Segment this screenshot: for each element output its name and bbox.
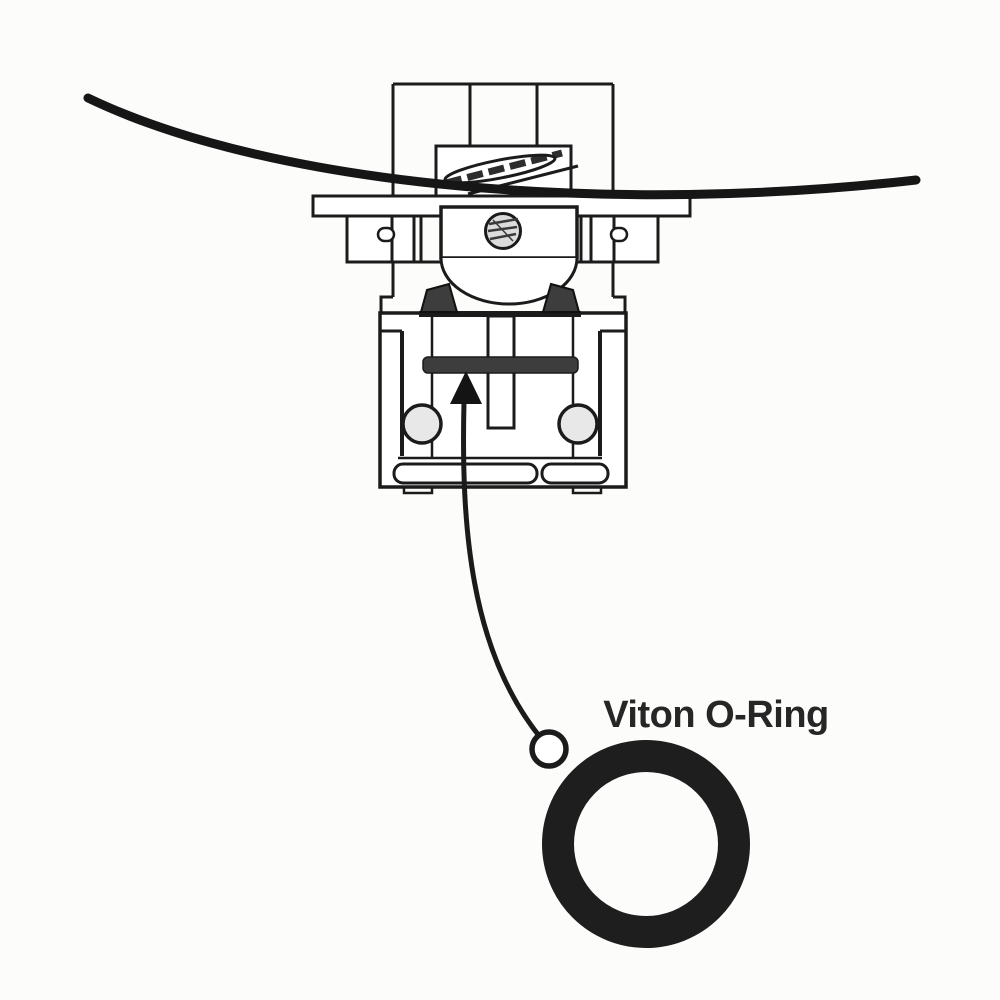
- side-bracket-right: [589, 214, 660, 264]
- centre-body: [439, 205, 579, 306]
- dome-seat: [439, 257, 579, 306]
- step-profile-left: [379, 295, 393, 313]
- hatch-streak-1: [445, 149, 563, 187]
- bottom-steps: [402, 487, 603, 495]
- valve-assembly: [311, 82, 692, 495]
- screw-head: [484, 212, 522, 250]
- leader-arrow-shaft: [461, 401, 542, 739]
- screw-hatch-1: [488, 217, 519, 226]
- bracket-right-notch: [609, 226, 629, 243]
- tank-bottom-curve: [83, 93, 921, 200]
- lower-housing: [378, 311, 628, 495]
- seal-wedge-right: [541, 282, 581, 313]
- step-profile-right: [613, 295, 627, 313]
- ball-left: [401, 403, 443, 445]
- side-bracket-left: [345, 214, 416, 264]
- ball-right: [557, 403, 599, 445]
- bracket-left-notch: [376, 226, 396, 243]
- foot-right: [540, 462, 610, 485]
- oring-front-view: [542, 740, 750, 948]
- screw-hatch-4: [492, 219, 514, 242]
- seal-wedge-left: [419, 282, 459, 313]
- screw-hatch-3: [489, 232, 517, 241]
- oring-label: Viton O-Ring: [603, 694, 829, 736]
- leader-arrow: [450, 371, 569, 769]
- gasket-bar: [422, 356, 579, 374]
- oring-cross-section-marker: [529, 729, 569, 769]
- leader-arrowhead-icon: [450, 371, 482, 404]
- hatch-streak-2: [443, 153, 557, 185]
